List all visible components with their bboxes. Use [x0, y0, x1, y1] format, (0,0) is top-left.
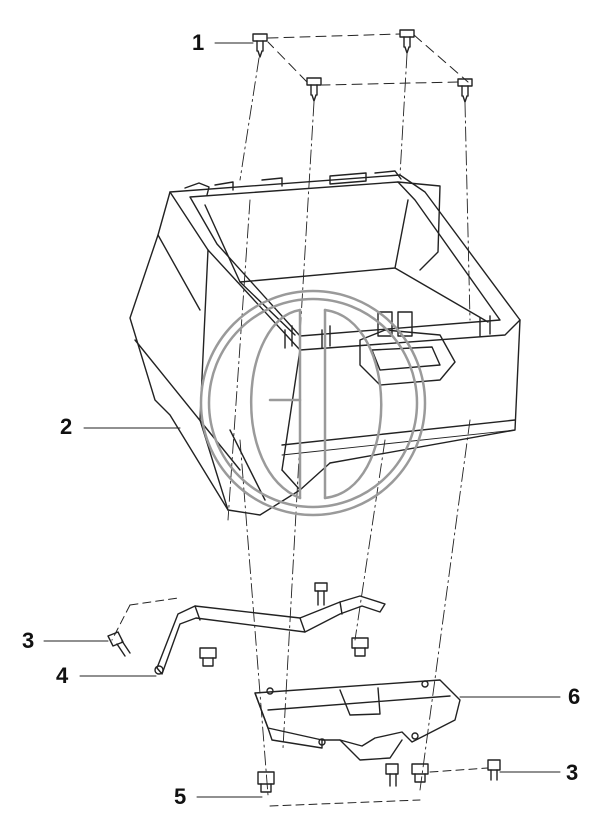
- callout-5: 5: [174, 784, 187, 809]
- watermark-logo: [199, 289, 427, 517]
- callout-3-right: 3: [566, 760, 579, 785]
- screw-4: [457, 78, 473, 103]
- bolt-left: [107, 631, 131, 657]
- callout-3-left: 3: [22, 628, 35, 653]
- callout-6: 6: [568, 684, 581, 709]
- plate-fasteners: [385, 759, 501, 787]
- screw-pattern-outline: [267, 33, 469, 86]
- callout-1: 1: [192, 30, 205, 55]
- screw-2: [399, 29, 415, 54]
- mounting-plate: [254, 679, 461, 761]
- battery-box: [129, 170, 521, 516]
- clip-nut-5: [257, 771, 421, 807]
- screw-3: [306, 77, 322, 102]
- bracket-clip-nuts: [199, 637, 369, 667]
- screws-group: [252, 29, 473, 103]
- bracket: [111, 595, 386, 675]
- screw-1: [252, 33, 268, 58]
- leader-lines: [43, 42, 561, 798]
- callout-4: 4: [56, 663, 69, 688]
- alignment-lines: [227, 53, 471, 796]
- callout-2: 2: [60, 414, 73, 439]
- bolt-center: [314, 582, 328, 606]
